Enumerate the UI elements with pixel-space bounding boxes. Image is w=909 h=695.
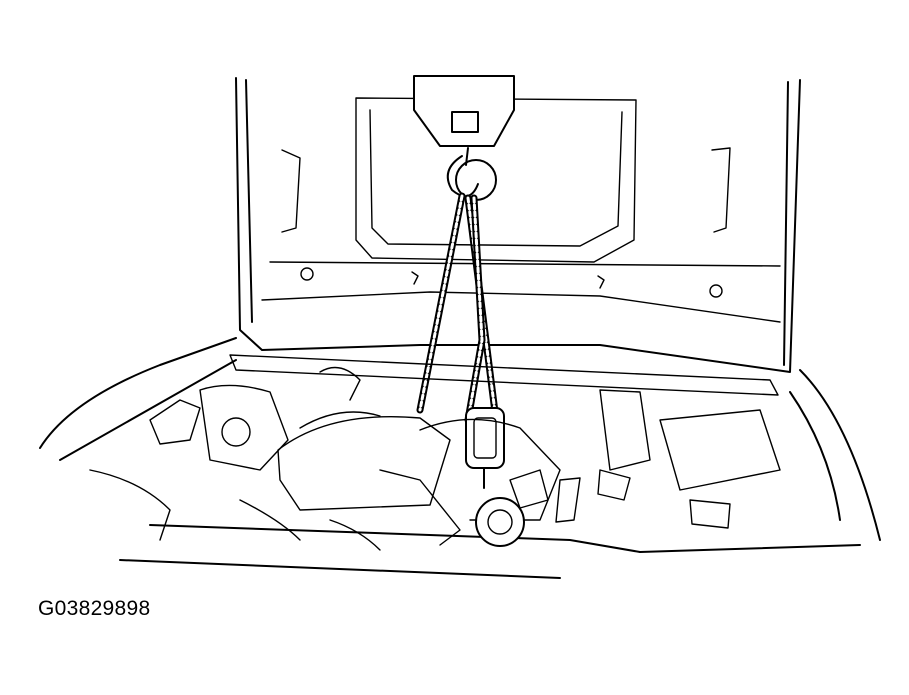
vehicle-body xyxy=(39,337,881,579)
lift-hook xyxy=(446,147,497,201)
engine-assembly xyxy=(89,354,781,551)
figure-id-label: G03829898 xyxy=(38,597,151,620)
open-hood xyxy=(235,77,801,373)
hoist-block xyxy=(413,75,515,147)
engine-hanger-shackle xyxy=(465,407,505,489)
lift-chain-left xyxy=(416,192,466,414)
lift-chain-right xyxy=(464,194,500,424)
